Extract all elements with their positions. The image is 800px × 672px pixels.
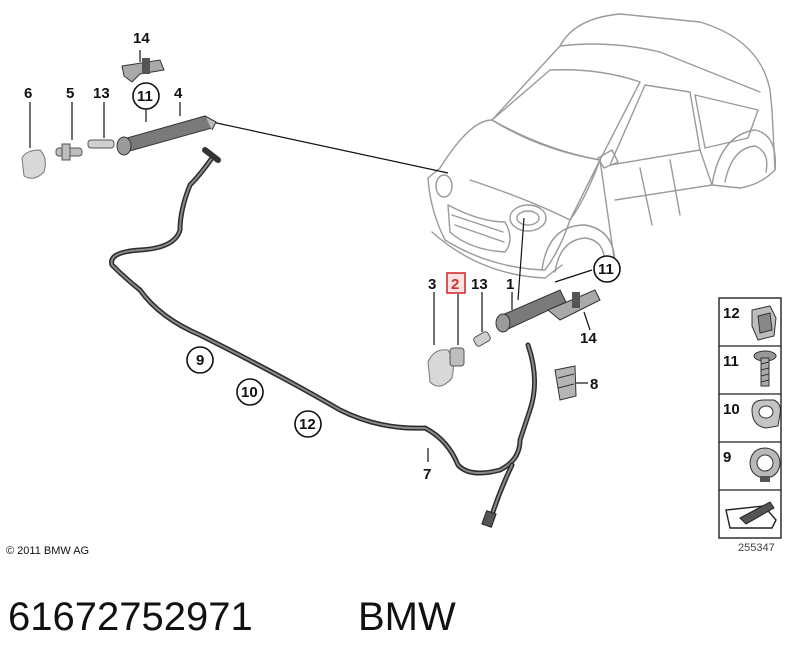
nozzle-seal-left <box>87 139 115 149</box>
callout-4: 4 <box>174 85 183 102</box>
nozzle-jet-left <box>55 143 83 161</box>
screw-icon <box>753 350 777 387</box>
callout-circle-12 <box>294 410 322 438</box>
brand-name: BMW <box>358 595 456 639</box>
clamp-icon <box>751 399 781 429</box>
callout-9: 9 <box>196 352 204 369</box>
bracket-top <box>121 58 165 83</box>
callout-2-highlight <box>446 272 466 294</box>
callout-10: 10 <box>241 384 258 401</box>
callout-1: 1 <box>506 276 514 293</box>
callout-14-top: 14 <box>133 30 150 47</box>
nozzle-seal-right <box>473 331 491 347</box>
washer-nozzle-cap-left <box>21 149 46 179</box>
legend-num-9: 9 <box>723 449 731 466</box>
callout-circle-9 <box>186 346 214 374</box>
legend-num-10: 10 <box>723 401 740 418</box>
callout-circle-11-top <box>132 82 160 110</box>
callout-6: 6 <box>24 85 32 102</box>
legend-num-12: 12 <box>723 305 740 322</box>
part-number: 61672752971 <box>8 595 253 639</box>
callout-2: 2 <box>451 276 459 293</box>
callout-8: 8 <box>590 376 598 393</box>
callout-circle-11-mid <box>593 255 621 283</box>
leader-lines <box>29 50 593 462</box>
nozzle-jet-right <box>449 347 465 367</box>
callout-11-mid: 11 <box>598 261 614 278</box>
washer-hose <box>109 147 538 528</box>
callout-13-top: 13 <box>93 85 110 102</box>
clip-icon <box>751 305 777 341</box>
washer-cylinder-left <box>116 115 217 156</box>
diagram-ref-number: 255347 <box>738 542 775 554</box>
hose-holder <box>554 365 577 401</box>
callout-circle-10 <box>236 378 264 406</box>
copyright-text: © 2011 BMW AG <box>6 545 89 557</box>
callout-5: 5 <box>66 85 74 102</box>
callout-3: 3 <box>428 276 436 293</box>
arrow-icon <box>725 501 777 529</box>
callout-13-mid: 13 <box>471 276 488 293</box>
small-parts-legend: 12 11 10 9 <box>718 297 782 539</box>
callout-12: 12 <box>299 416 316 433</box>
callout-labels: 14 6 5 13 11 4 3 2 13 1 11 14 8 9 10 12 … <box>24 30 621 483</box>
callout-7: 7 <box>423 466 431 483</box>
car-illustration <box>427 13 777 279</box>
bracket-middle <box>547 289 601 321</box>
callout-14-mid: 14 <box>580 330 597 347</box>
callout-11-top: 11 <box>137 88 153 105</box>
legend-num-11: 11 <box>723 353 739 370</box>
hose-clamp-icon <box>749 447 781 482</box>
